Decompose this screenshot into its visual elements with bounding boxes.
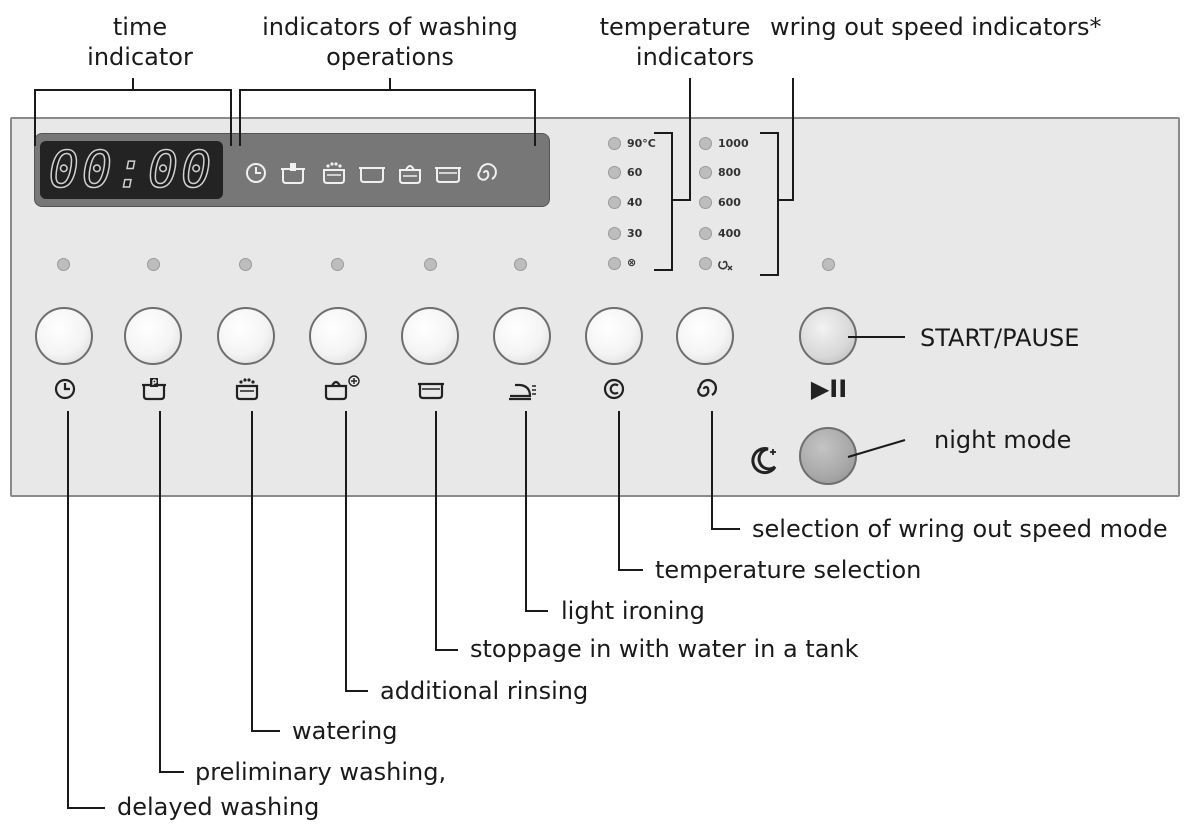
time-display: 00:00: [40, 140, 223, 200]
rinse-extra-tub-icon: [399, 165, 421, 184]
temperature-led-cold: [608, 257, 621, 270]
drain-tub-icon: [435, 167, 461, 183]
rinse-plus-tub-icon: [324, 375, 360, 401]
time-indicator-label: time indicator: [80, 12, 200, 72]
spin-led-600: [699, 196, 712, 209]
button-led-ironing: [514, 258, 527, 271]
start-pause-button[interactable]: [799, 307, 857, 365]
prewash-tub-icon: [142, 378, 166, 401]
temperature-indicators-label: temperature indicators: [580, 12, 770, 72]
spiral-spin-icon: [697, 378, 718, 397]
temperature-c-icon: [603, 378, 625, 400]
night-mode-button[interactable]: [799, 427, 857, 485]
spin-speed-mode-leader: [711, 411, 740, 530]
extra-rinse-button[interactable]: [309, 307, 367, 365]
night-mode-leader: [847, 439, 906, 458]
temperature-led-label-40: 40: [627, 196, 643, 209]
wash-tub-icon: [323, 162, 345, 184]
spin-speed-button[interactable]: [676, 307, 734, 365]
washing-operations-bracket: [239, 89, 536, 146]
spiral-spin-icon: [477, 163, 497, 181]
additional-rinsing-leader: [345, 411, 368, 692]
additional-rinsing-label: additional rinsing: [380, 677, 589, 705]
temperature-button[interactable]: [585, 307, 643, 365]
delayed-washing-leader: [67, 411, 105, 809]
temperature-indicators-label-line-1: temperature: [599, 13, 751, 41]
light-ironing-leader: [525, 411, 548, 612]
spin-speed-mode-label: selection of wring out speed mode: [752, 515, 1168, 543]
watering-label: watering: [292, 717, 398, 745]
prewash-tub-icon: [281, 163, 305, 184]
time-display-digits: 00:00: [48, 140, 215, 200]
spin-speed-indicators-label: wring out speed indicators*: [770, 13, 1102, 41]
temperature-led-label-60: 60: [627, 166, 643, 179]
washing-operations-label-line-1: indicators of washing: [262, 13, 518, 41]
temperature-led-label-90: 90°C: [627, 137, 656, 150]
temperature-led-label-30: 30: [627, 227, 643, 240]
temperature-bracket: [654, 132, 673, 271]
button-led-watering: [239, 258, 252, 271]
stoppage-button[interactable]: [401, 307, 459, 365]
washing-operations-label: indicators of washing operations: [230, 12, 550, 72]
clock-icon: [246, 163, 266, 183]
spin-led-label-400: 400: [718, 227, 741, 240]
play-pause-icon: ▶II: [810, 375, 848, 403]
temperature-led-90: [608, 137, 621, 150]
watering-button[interactable]: [217, 307, 275, 365]
night-mode-label: night mode: [934, 426, 1072, 454]
spin-speed-bracket: [760, 132, 779, 276]
temperature-indicators-label-line-2: indicators: [635, 43, 755, 71]
temperature-led-40: [608, 196, 621, 209]
stoppage-water-leader: [435, 411, 458, 651]
button-led-stoppage: [424, 258, 437, 271]
spin-speed-leader: [778, 78, 794, 201]
temperature-led-60: [608, 166, 621, 179]
temperature-selection-label: temperature selection: [655, 556, 922, 584]
button-led-start: [822, 258, 835, 271]
time-indicator-label-line-1: time: [112, 13, 168, 41]
preliminary-washing-leader: [159, 411, 184, 773]
spin-led-800: [699, 166, 712, 179]
tub-icon: [418, 382, 444, 400]
start-pause-label: START/PAUSE: [920, 324, 1080, 352]
time-indicator-bracket: [34, 89, 232, 146]
delayed-washing-label: delayed washing: [117, 793, 320, 821]
rinse-tub-icon: [359, 167, 385, 183]
iron-icon: [509, 383, 536, 401]
wash-tub-icon: [235, 378, 259, 401]
stoppage-water-label: stoppage in with water in a tank: [470, 635, 859, 663]
prewash-button[interactable]: [124, 307, 182, 365]
spin-led-label-1000: 1000: [718, 137, 749, 150]
spin-led-400: [699, 227, 712, 240]
spin-led-1000: [699, 137, 712, 150]
night-moon-icon: [751, 447, 777, 475]
watering-leader: [251, 411, 280, 732]
delay-button[interactable]: [35, 307, 93, 365]
spin-off-icon: [718, 260, 733, 271]
no-heating-icon: ⊗: [627, 256, 637, 269]
clock-icon: [54, 378, 76, 400]
washing-operations-label-line-2: operations: [326, 43, 454, 71]
temperature-selection-leader: [618, 411, 643, 571]
spin-led-off: [699, 257, 712, 270]
preliminary-washing-label: preliminary washing,: [195, 758, 447, 786]
temperature-led-30: [608, 227, 621, 240]
light-ironing-label: light ironing: [561, 597, 705, 625]
button-led-prewash: [147, 258, 160, 271]
button-led-delay: [57, 258, 70, 271]
temperature-leader: [672, 78, 691, 201]
light-ironing-button[interactable]: [493, 307, 551, 365]
button-led-extra-rinse: [331, 258, 344, 271]
spin-led-label-800: 800: [718, 166, 741, 179]
spin-led-label-600: 600: [718, 196, 741, 209]
time-indicator-label-line-2: indicator: [87, 43, 193, 71]
